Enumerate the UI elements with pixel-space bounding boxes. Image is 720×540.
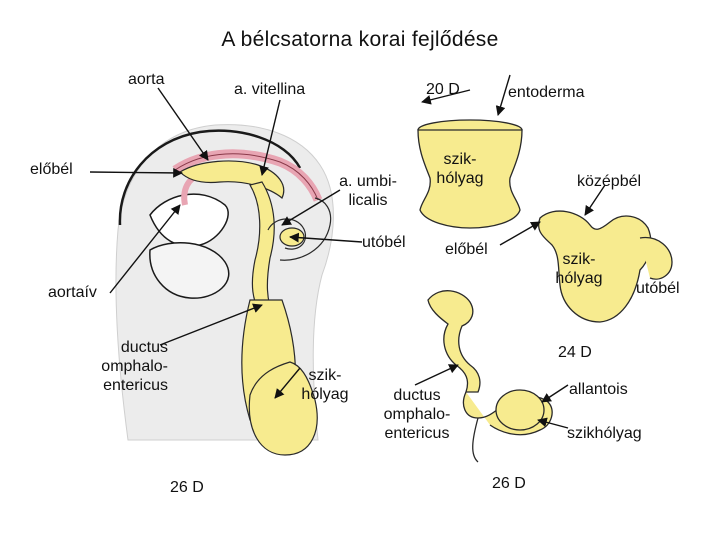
arrow-entoderma bbox=[495, 74, 511, 116]
arrow-aortaiv bbox=[109, 204, 181, 294]
pharynx-outline bbox=[149, 193, 229, 247]
arrow-a-umbilicalis bbox=[281, 189, 341, 226]
label-a-vitellina: a. vitellina bbox=[234, 81, 306, 98]
embryo-20d bbox=[417, 119, 523, 229]
label-entoderma: entoderma bbox=[508, 84, 585, 101]
label-a-umbilicalis-line1: a. umbi- bbox=[339, 173, 397, 190]
arrow-szikholyag-br bbox=[537, 417, 569, 429]
label-20d: 20 D bbox=[426, 81, 460, 98]
label-szikholyag-right-line2: hólyag bbox=[555, 270, 603, 287]
embryo-26d-right bbox=[427, 290, 553, 463]
label-a-umbilicalis-line2: licalis bbox=[348, 192, 388, 209]
label-ductus-mid: ductus omphalo- entericus bbox=[376, 386, 458, 443]
label-szikholyag-right-line1: szik- bbox=[562, 251, 596, 268]
label-utobel-right: utóbél bbox=[636, 280, 680, 297]
label-ductus-left-line2: omphalo- bbox=[101, 358, 168, 375]
label-ductus-mid-line3: entericus bbox=[384, 425, 450, 442]
embryo-24d bbox=[538, 210, 673, 323]
label-ductus-left-line1: ductus bbox=[120, 339, 168, 356]
label-utobel-mid: utóbél bbox=[362, 234, 406, 251]
foregut bbox=[179, 160, 285, 199]
foregut-26d bbox=[427, 290, 481, 393]
leader-lines bbox=[89, 74, 606, 429]
label-szikholyag-br: szikhólyag bbox=[567, 425, 642, 442]
label-szikholyag-bottom-line1: szik- bbox=[308, 367, 342, 384]
embryo-26d-left bbox=[115, 124, 334, 456]
label-aorta: aorta bbox=[128, 71, 165, 88]
label-allantois: allantois bbox=[569, 381, 628, 398]
label-ductus-left-line3: entericus bbox=[103, 377, 168, 394]
arrow-a-vitellina bbox=[259, 99, 281, 176]
arrow-elobel-left bbox=[89, 168, 183, 178]
label-ductus-mid-line1: ductus bbox=[393, 387, 441, 404]
label-szikholyag-right: szik- hólyag bbox=[548, 250, 610, 288]
label-24d: 24 D bbox=[558, 344, 592, 361]
label-szikholyag-top: szik- hólyag bbox=[430, 150, 490, 188]
label-szikholyag-bottom: szik- hólyag bbox=[290, 366, 360, 404]
arrow-allantois bbox=[541, 384, 569, 403]
diagram-title: A bélcsatorna korai fejlődése bbox=[221, 28, 499, 51]
arrow-ductus-mid bbox=[414, 364, 459, 386]
heart-outline bbox=[149, 241, 230, 299]
arrow-ductus-left bbox=[159, 303, 263, 346]
label-elobel-left: előbél bbox=[30, 161, 73, 178]
label-a-umbilicalis: a. umbi- licalis bbox=[333, 172, 403, 210]
label-26d-mid: 26 D bbox=[492, 475, 526, 492]
label-szikholyag-bottom-line2: hólyag bbox=[301, 386, 349, 403]
head-outline bbox=[118, 129, 302, 226]
arrow-szikholyag-bottom bbox=[274, 367, 301, 399]
arrow-aorta bbox=[157, 87, 209, 161]
label-ductus-mid-line2: omphalo- bbox=[383, 406, 451, 423]
hindgut-24d bbox=[639, 236, 673, 280]
arrow-20d bbox=[421, 89, 471, 105]
label-aortaiv: aortaív bbox=[48, 284, 97, 301]
arrow-kozepbel bbox=[584, 184, 606, 216]
allantois-26d bbox=[472, 417, 479, 463]
yolk-sac-26d bbox=[495, 389, 545, 431]
label-ductus-left: ductus omphalo- entericus bbox=[90, 338, 168, 395]
hindgut-tail bbox=[279, 197, 332, 261]
label-kozepbel: középbél bbox=[577, 173, 642, 190]
label-26d-left: 26 D bbox=[170, 479, 204, 496]
arrow-elobel-mid bbox=[499, 221, 541, 246]
label-elobel-mid: előbél bbox=[445, 241, 488, 258]
cup-body bbox=[417, 129, 523, 229]
hindgut-loop bbox=[267, 218, 307, 250]
label-szikholyag-top-line1: szik- bbox=[443, 151, 477, 168]
gut-24d bbox=[538, 210, 652, 323]
arrow-utobel-mid bbox=[289, 232, 363, 243]
label-szikholyag-top-line2: hólyag bbox=[436, 170, 484, 187]
yolk-sac-left bbox=[248, 361, 318, 456]
